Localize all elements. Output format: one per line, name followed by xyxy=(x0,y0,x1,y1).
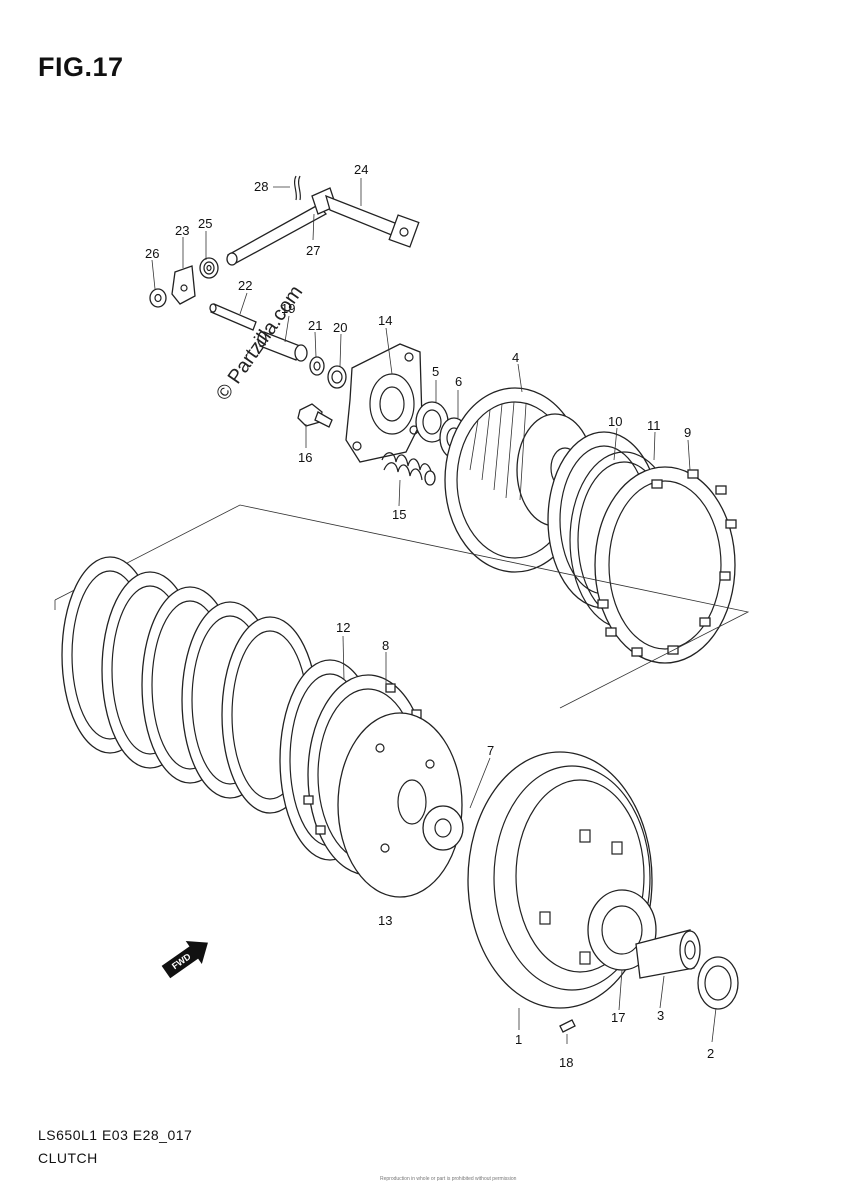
fwd-arrow-icon: FWD xyxy=(161,941,208,979)
callout-2: 2 xyxy=(707,1046,714,1061)
o-ring-part-21[interactable] xyxy=(309,356,325,376)
callout-26: 26 xyxy=(145,246,159,261)
callout-6: 6 xyxy=(455,374,462,389)
callout-17: 17 xyxy=(611,1010,625,1025)
spacer-part-3[interactable] xyxy=(635,929,701,979)
callout-10: 10 xyxy=(608,414,622,429)
callout-27: 27 xyxy=(306,243,320,258)
thrust-washer-part-7[interactable] xyxy=(422,805,464,851)
cotter-pin-part-28[interactable] xyxy=(293,175,302,201)
callout-5: 5 xyxy=(432,364,439,379)
callout-15: 15 xyxy=(392,507,406,522)
footer-note: Reproduction in whole or part is prohibi… xyxy=(380,1176,517,1182)
callout-13: 13 xyxy=(378,913,392,928)
washer-part-2[interactable] xyxy=(697,956,739,1010)
bearing-part-20[interactable] xyxy=(327,365,347,389)
callout-24: 24 xyxy=(354,162,368,177)
callout-numbers: 24 28 27 23 25 26 22 19 21 20 14 16 15 5… xyxy=(145,162,714,1070)
callout-12: 12 xyxy=(336,620,350,635)
spring-part-25[interactable] xyxy=(199,257,219,279)
section-name: CLUTCH xyxy=(38,1150,98,1166)
callout-21: 21 xyxy=(308,318,322,333)
push-piece-part-19[interactable] xyxy=(257,331,308,362)
leader-lines xyxy=(151,178,717,1044)
callout-4: 4 xyxy=(512,350,519,365)
callout-14: 14 xyxy=(378,313,392,328)
callout-22: 22 xyxy=(238,278,252,293)
callout-28: 28 xyxy=(254,179,268,194)
callout-9: 9 xyxy=(684,425,691,440)
callout-16: 16 xyxy=(298,450,312,465)
callout-3: 3 xyxy=(657,1008,664,1023)
bracket-part-23[interactable] xyxy=(171,265,196,305)
callout-7: 7 xyxy=(487,743,494,758)
figure-title: FIG.17 xyxy=(38,52,124,82)
pressure-plate-part-14[interactable] xyxy=(345,343,423,463)
callout-19: 19 xyxy=(281,301,295,316)
callout-1: 1 xyxy=(515,1032,522,1047)
clutch-spring-part-15[interactable] xyxy=(381,452,436,486)
callout-20: 20 xyxy=(333,320,347,335)
model-code: LS650L1 E03 E28_017 xyxy=(38,1127,193,1143)
plate-set-frame xyxy=(54,504,750,709)
plate-stack-part-13[interactable] xyxy=(61,556,319,814)
callout-23: 23 xyxy=(175,223,189,238)
drive-plate-part-9[interactable] xyxy=(594,466,737,664)
pin-part-18[interactable] xyxy=(559,1019,576,1033)
callout-8: 8 xyxy=(382,638,389,653)
release-shaft-part-24[interactable] xyxy=(226,187,420,266)
callout-18: 18 xyxy=(559,1055,573,1070)
clutch-hub-plate[interactable] xyxy=(337,712,463,898)
washer-part-26[interactable] xyxy=(149,288,167,308)
callout-25: 25 xyxy=(198,216,212,231)
callout-11: 11 xyxy=(647,418,661,433)
push-rod-part-22[interactable] xyxy=(209,303,257,331)
bolt-part-16[interactable] xyxy=(297,403,333,428)
